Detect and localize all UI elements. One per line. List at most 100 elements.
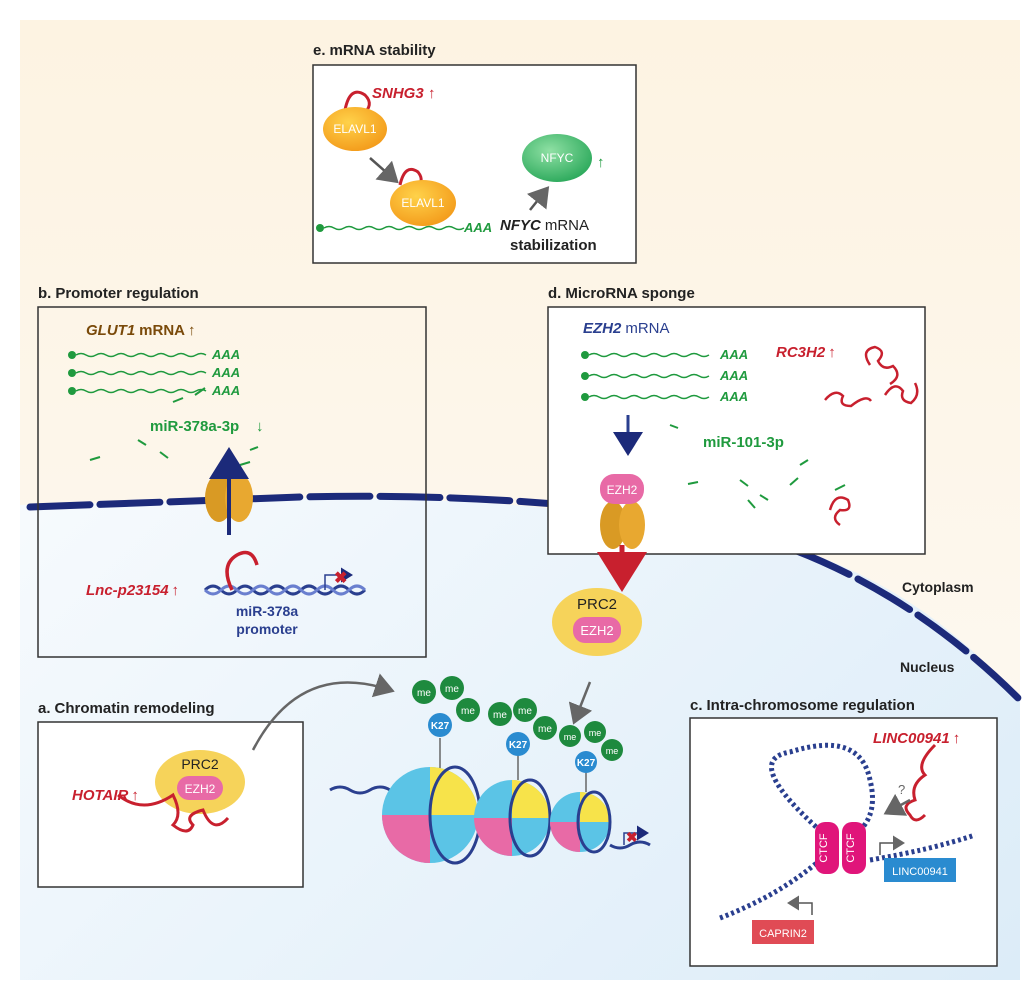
ctcf-protein-1 bbox=[815, 822, 839, 874]
k27-label-2: K27 bbox=[509, 740, 528, 751]
hotair-label: HOTAIR↑ bbox=[72, 787, 139, 804]
ctcf-label-1: CTCF bbox=[818, 833, 830, 863]
linc00941-tss bbox=[879, 835, 905, 855]
membrane-channel-d bbox=[600, 501, 645, 549]
panel-a: a.Chromatin remodeling PRC2 EZH2 HOTAIR↑ bbox=[37, 700, 304, 888]
caprin2-label: CAPRIN2 bbox=[759, 928, 807, 940]
me-2b bbox=[513, 698, 537, 722]
panel-e-header: e.mRNA stability bbox=[313, 42, 436, 59]
block-x-icon-a: ✖ bbox=[626, 829, 638, 845]
elavl1-protein-2 bbox=[390, 180, 456, 226]
me-3b bbox=[584, 721, 606, 743]
caprin2-gene bbox=[752, 920, 814, 944]
me-label-1a: me bbox=[417, 688, 431, 699]
ezh2-protein-a bbox=[177, 776, 223, 800]
prc2-to-nucleosome-arrow bbox=[568, 681, 593, 725]
lnc-p23154-label: Lnc-p23154↑ bbox=[86, 582, 179, 599]
promoter-label-2: promoter bbox=[236, 621, 298, 637]
me-1c bbox=[456, 698, 480, 722]
me-1a bbox=[412, 680, 436, 704]
panel-b-header: b.Promoter regulation bbox=[38, 285, 199, 302]
me-3a bbox=[559, 725, 581, 747]
me-2a bbox=[488, 702, 512, 726]
nfyc-mrna-strand bbox=[323, 225, 465, 231]
linc00941-label: LINC00941↑ bbox=[873, 730, 960, 747]
down-arrow-icon: ↓ bbox=[256, 418, 264, 435]
nucleus-label: Nucleus bbox=[900, 659, 955, 675]
polya-tail-d1: AAA bbox=[719, 347, 748, 362]
snhg3-label: SNHG3 bbox=[372, 85, 424, 102]
panel-d-header: d.MicroRNA sponge bbox=[548, 285, 695, 302]
mirna-fragments-d bbox=[669, 424, 846, 509]
linc00941-transcript bbox=[904, 743, 937, 822]
panel-a-header: a.Chromatin remodeling bbox=[38, 700, 215, 717]
ctcf-protein-2 bbox=[842, 822, 866, 874]
me-label-1c: me bbox=[461, 706, 475, 717]
me-label-3a: me bbox=[564, 732, 577, 742]
nfyc-protein bbox=[522, 134, 592, 182]
ezh2-protein-d bbox=[600, 474, 644, 504]
membrane-channel-b bbox=[205, 474, 253, 522]
polya-tail-b2: AAA bbox=[211, 365, 240, 380]
me-label-1b: me bbox=[445, 684, 459, 695]
hotair-transcript bbox=[117, 792, 230, 833]
me-label-2c: me bbox=[538, 724, 552, 735]
k27-label-1: K27 bbox=[431, 721, 450, 732]
k27-mark-3 bbox=[575, 751, 597, 773]
mir378a-label: miR-378a-3p bbox=[150, 418, 239, 435]
ezh2-label-d: EZH2 bbox=[607, 483, 638, 497]
chromatin-left bbox=[719, 858, 822, 921]
mir101-label: miR-101-3p bbox=[703, 434, 784, 451]
linc00941-gene-label: LINC00941 bbox=[892, 866, 948, 878]
k27-mark-1 bbox=[428, 713, 452, 737]
me-3c bbox=[601, 739, 623, 761]
tss-arrow-b bbox=[324, 567, 353, 590]
promoter-label-1: miR-378a bbox=[236, 603, 298, 619]
glut1-mrna-strands bbox=[68, 351, 207, 395]
question-mark: ? bbox=[898, 782, 905, 797]
polya-tail-d2: AAA bbox=[719, 368, 748, 383]
nucleosome-array: ✖ bbox=[329, 765, 651, 865]
histone-marks: K27 me me me K27 me me me K27 me me me bbox=[412, 676, 623, 792]
elavl1-label-1: ELAVL1 bbox=[333, 122, 376, 136]
k27-label-3: K27 bbox=[577, 758, 596, 769]
panel-e: e.mRNA stability SNHG3 ↑ ELAVL1 ELAVL1 A… bbox=[312, 42, 637, 264]
polya-tail-d3: AAA bbox=[719, 389, 748, 404]
panel-c-header: c.Intra-chromosome regulation bbox=[690, 697, 915, 714]
cytoplasm-label: Cytoplasm bbox=[902, 579, 974, 595]
me-1b bbox=[440, 676, 464, 700]
elavl1-arrow bbox=[369, 157, 399, 184]
me-label-2a: me bbox=[493, 710, 507, 721]
up-arrow-icon-nfyc: ↑ bbox=[597, 154, 605, 171]
chromatin-loop bbox=[769, 742, 875, 841]
k27-mark-2 bbox=[506, 732, 530, 756]
nfyc-caption-line2: stabilization bbox=[510, 237, 597, 254]
linc00941-gene bbox=[884, 858, 956, 882]
ezh2-label-a: EZH2 bbox=[185, 782, 216, 796]
nucleosome-3 bbox=[550, 790, 612, 854]
elavl1-label-2: ELAVL1 bbox=[401, 196, 444, 210]
me-label-3c: me bbox=[606, 746, 619, 756]
me-label-2b: me bbox=[518, 706, 532, 717]
nucleosome-2 bbox=[474, 778, 552, 858]
elavl1-protein-1 bbox=[323, 107, 387, 151]
polya-tail-b3: AAA bbox=[211, 383, 240, 398]
center-ezh2-label: EZH2 bbox=[580, 623, 613, 638]
nucleosome-1 bbox=[382, 765, 482, 865]
panel-c: c.Intra-chromosome regulation CTCF CTCF … bbox=[689, 697, 998, 967]
center-prc2-label: PRC2 bbox=[577, 596, 617, 613]
ezh2-mrna-strands bbox=[581, 351, 710, 401]
prc2-label-a: PRC2 bbox=[181, 756, 219, 772]
polya-tail-e: AAA bbox=[463, 220, 492, 235]
lnc-p23154-hairpin bbox=[225, 550, 259, 591]
ctcf-label-2: CTCF bbox=[845, 833, 857, 863]
prc2-recruit-arrow bbox=[251, 673, 395, 751]
me-label-3b: me bbox=[589, 728, 602, 738]
